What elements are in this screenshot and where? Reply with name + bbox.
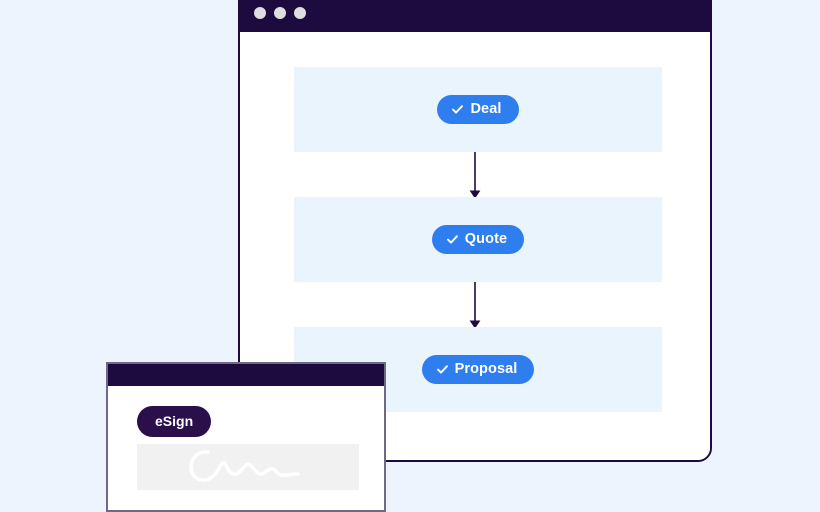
signature-canvas[interactable]: [137, 444, 359, 490]
main-window-titlebar: [240, 0, 710, 32]
workflow-connector-quote-to-proposal: [240, 282, 710, 332]
stage-button-deal[interactable]: Deal: [437, 94, 519, 125]
esign-badge-label: eSign: [155, 413, 194, 429]
check-icon: [446, 233, 459, 246]
check-icon: [436, 363, 449, 376]
workflow-connector-deal-to-quote: [240, 152, 710, 202]
window-dot-maximize-icon[interactable]: [294, 7, 306, 19]
window-dot-close-icon[interactable]: [254, 7, 266, 19]
workflow-diagram: Deal: [240, 32, 710, 460]
esign-window-body: eSign: [108, 386, 384, 510]
esign-window: eSign: [106, 362, 386, 512]
esign-window-titlebar: [108, 364, 384, 386]
check-icon: [451, 103, 464, 116]
esign-badge[interactable]: eSign: [137, 406, 212, 437]
stage-button-proposal-label: Proposal: [454, 360, 518, 377]
stage-button-quote[interactable]: Quote: [431, 224, 525, 255]
workflow-row-quote: Quote: [294, 197, 662, 282]
window-dot-minimize-icon[interactable]: [274, 7, 286, 19]
illustration-stage: Deal: [106, 0, 712, 512]
stage-button-proposal[interactable]: Proposal: [421, 354, 535, 385]
stage-button-quote-label: Quote: [464, 230, 508, 247]
workflow-row-deal: Deal: [294, 67, 662, 152]
stage-button-deal-label: Deal: [470, 100, 502, 117]
